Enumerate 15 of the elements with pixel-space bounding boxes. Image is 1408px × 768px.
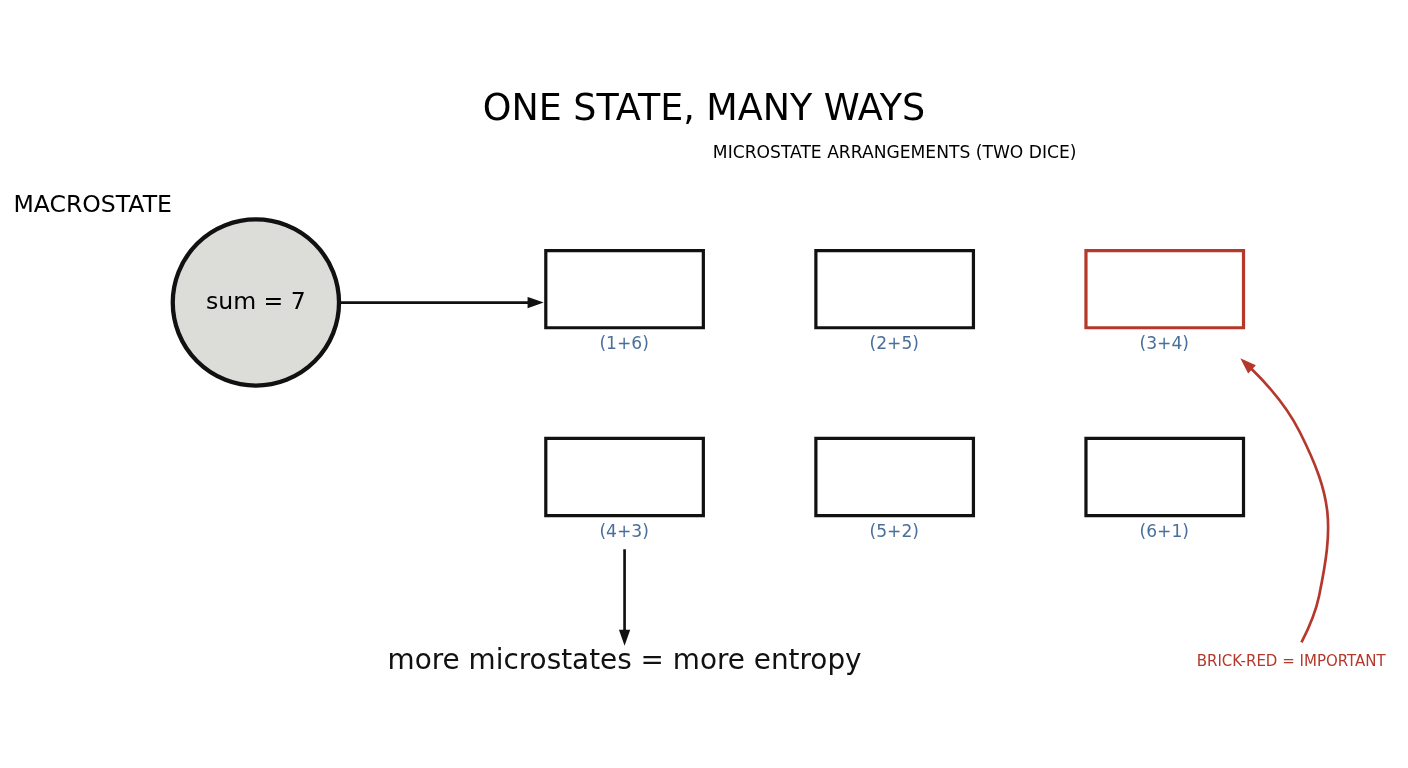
node-label: (2+5) — [869, 333, 919, 354]
node-label: (3+4) — [1139, 333, 1190, 354]
node-text: more microstates = more entropy — [387, 642, 862, 676]
diagram-title: ONE STATE, MANY WAYS — [482, 85, 926, 129]
arrow — [1240, 358, 1330, 644]
node-circle: sum = 7 — [170, 217, 342, 388]
node-label: (6+1) — [1139, 521, 1190, 542]
node-text: BRICK-RED = IMPORTANT — [1196, 651, 1386, 670]
node-label: (4+3) — [599, 521, 649, 542]
node-label: (1+6) — [599, 333, 649, 354]
node-label: MACROSTATE — [13, 190, 172, 219]
arrow — [339, 296, 544, 309]
arrow — [618, 549, 631, 646]
node-label: (5+2) — [869, 521, 919, 542]
label: MICROSTATE ARRANGEMENTS (TWO DICE) — [712, 141, 1077, 162]
